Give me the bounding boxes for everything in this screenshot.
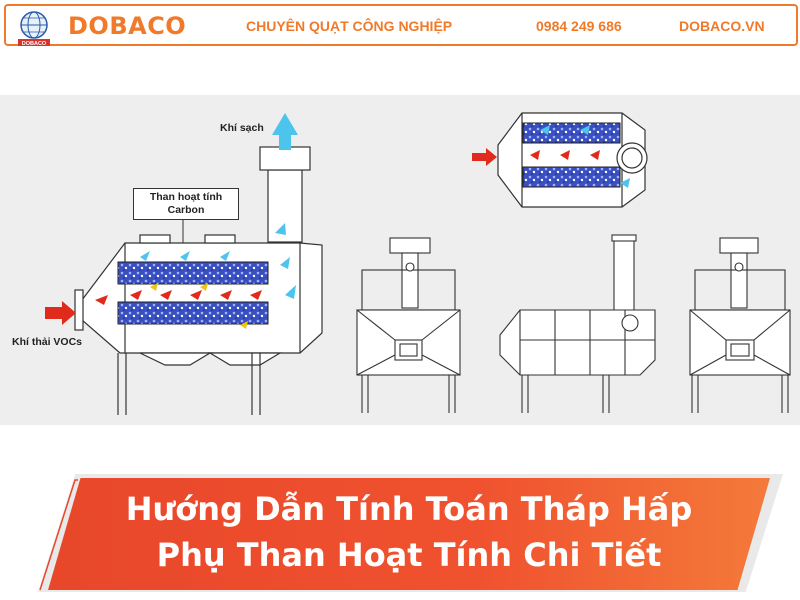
clean-air-label: Khí sạch: [220, 122, 264, 134]
carbon-tower-diagram: Khí sạch Than hoạt tính Carbon Khí thải …: [0, 95, 800, 425]
voc-exhaust-label: Khí thải VOCs: [12, 336, 83, 348]
article-title: Hướng Dẫn Tính Toán Tháp Hấp Phụ Than Ho…: [48, 486, 770, 578]
tagline: CHUYÊN QUẠT CÔNG NGHIỆP: [246, 18, 453, 34]
globe-logo-icon: DOBACO: [18, 11, 50, 47]
carbon-label-line2: Carbon: [167, 204, 205, 216]
title-line-1: Hướng Dẫn Tính Toán Tháp Hấp: [125, 490, 693, 528]
brand-name: DOBACO: [68, 12, 187, 40]
carbon-label-line1: Than hoạt tính: [149, 191, 223, 203]
phone-number[interactable]: 0984 249 686: [536, 18, 622, 34]
diagram-drawing: [45, 112, 791, 415]
website-link[interactable]: DOBACO.VN: [679, 18, 765, 34]
front-elevation: [356, 237, 461, 413]
activated-carbon-label: Than hoạt tính Carbon: [133, 188, 239, 220]
rear-elevation: [689, 237, 791, 413]
title-banner: [48, 478, 770, 590]
title-line-2: Phụ Than Hoạt Tính Chi Tiết: [156, 536, 662, 574]
header-bar: DOBACO DOBACO CHUYÊN QUẠT CÔNG NGHIỆP 09…: [4, 4, 798, 47]
logo-text: DOBACO: [22, 41, 47, 47]
side-elevation: [499, 234, 656, 413]
